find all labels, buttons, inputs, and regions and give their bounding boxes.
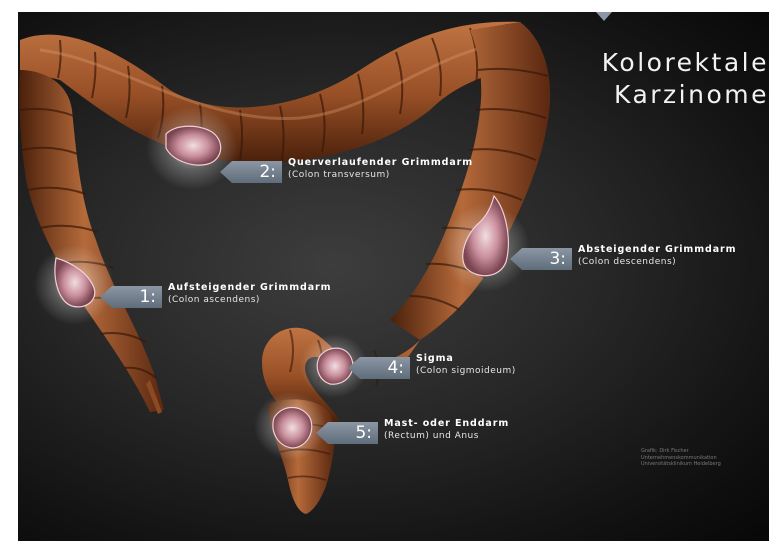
callout-label: Absteigender Grimmdarm (Colon descendens… xyxy=(578,244,736,268)
callout-name: Querverlaufender Grimmdarm xyxy=(288,157,473,169)
callout-latin: (Colon ascendens) xyxy=(168,294,331,306)
title-line-1: Kolorektale xyxy=(602,48,769,77)
title-line-2: Karzinome xyxy=(614,80,769,109)
callout-latin: (Colon transversum) xyxy=(288,169,473,181)
callout-latin: (Rectum) und Anus xyxy=(384,430,509,442)
callout-number: 1: xyxy=(100,286,156,308)
diagram-background: Kolorektale Karzinome 1: Aufsteigender G… xyxy=(18,12,769,541)
transverse-colon xyxy=(20,22,545,163)
callout-name: Mast- oder Enddarm xyxy=(384,418,509,430)
callout-name: Sigma xyxy=(416,353,516,365)
callout-number: 5: xyxy=(316,422,372,444)
callout-name: Absteigender Grimmdarm xyxy=(578,244,736,256)
credit-line-3: Universitätsklinikum Heidelberg xyxy=(641,461,721,468)
image-credit: Grafik: Dirk Fischer Unternehmenskommuni… xyxy=(641,448,721,468)
callout-latin: (Colon descendens) xyxy=(578,256,736,268)
callout-label: Mast- oder Enddarm (Rectum) und Anus xyxy=(384,418,509,442)
callout-name: Aufsteigender Grimmdarm xyxy=(168,282,331,294)
callout-label: Aufsteigender Grimmdarm (Colon ascendens… xyxy=(168,282,331,306)
callout-latin: (Colon sigmoideum) xyxy=(416,365,516,377)
callout-number: 2: xyxy=(220,161,276,183)
callout-label: Querverlaufender Grimmdarm (Colon transv… xyxy=(288,157,473,181)
tumor-ascending xyxy=(34,245,114,325)
callout-number: 3: xyxy=(510,248,566,270)
callout-number: 4: xyxy=(348,357,404,379)
top-marker-triangle xyxy=(596,12,612,21)
callout-label: Sigma (Colon sigmoideum) xyxy=(416,353,516,377)
